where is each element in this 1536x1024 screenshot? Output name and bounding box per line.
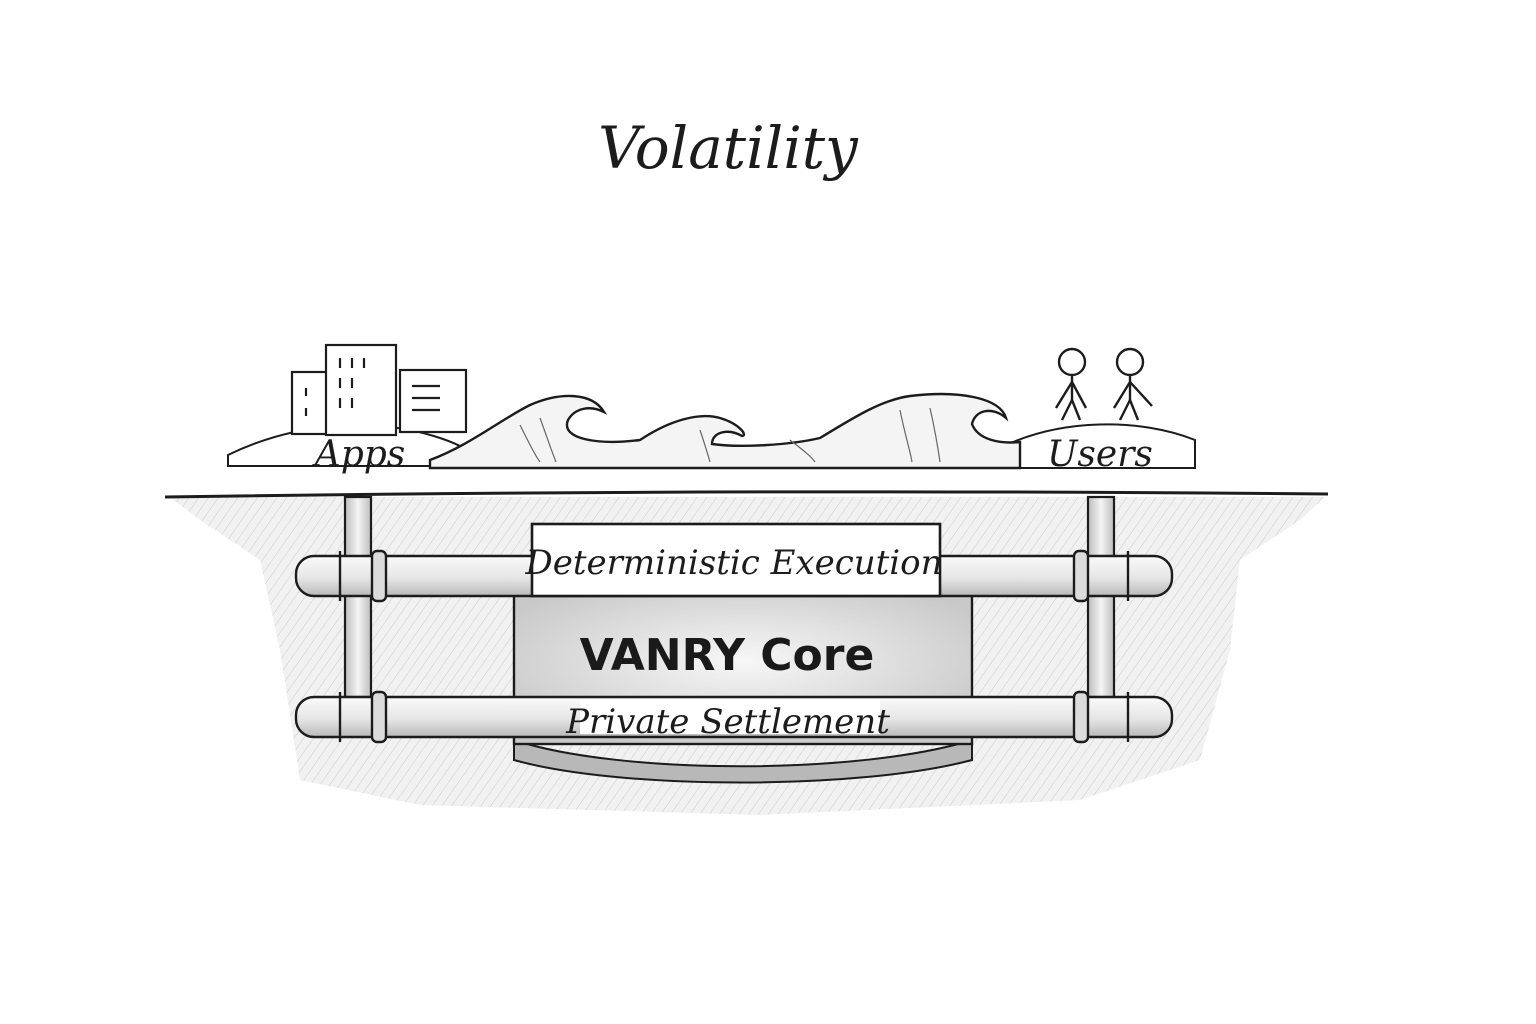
apps-label: Apps xyxy=(312,434,406,475)
core-label: VANRY Core xyxy=(580,630,875,681)
buildings-icon xyxy=(292,345,466,435)
waves-icon xyxy=(430,394,1020,468)
users-label: Users xyxy=(1047,434,1153,475)
settlement-label: Private Settlement xyxy=(565,702,890,742)
ground-line xyxy=(165,492,1328,497)
diagram-title: Volatility xyxy=(598,114,859,182)
users-icon xyxy=(1056,349,1152,420)
execution-label: Deterministic Execution xyxy=(524,543,942,583)
